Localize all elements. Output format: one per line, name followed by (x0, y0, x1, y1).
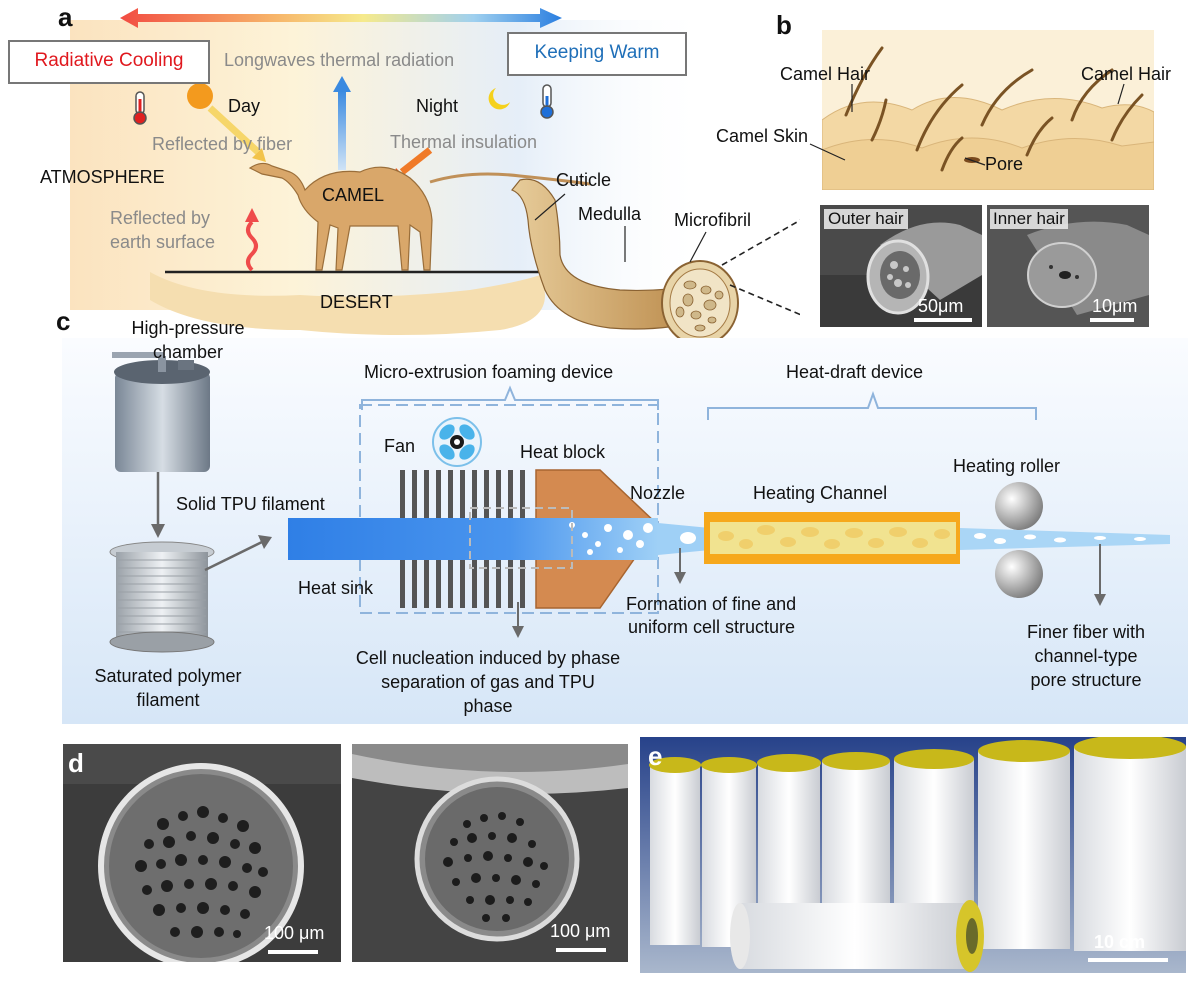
nucleation-label-3: phase (463, 696, 513, 716)
camel-skin-illustration (822, 30, 1154, 190)
panel-letter-d: d (68, 748, 84, 778)
keeping-warm-label: Keeping Warm (507, 32, 687, 76)
sem-fiber-right-image (352, 744, 628, 962)
saturated-filament-coil-icon (109, 541, 215, 653)
saturated-label-2: filament (136, 690, 200, 710)
camel-label: CAMEL (322, 185, 385, 205)
fan-label: Fan (384, 436, 416, 456)
camel-hair-label-2: Camel Hair (1081, 64, 1172, 84)
chamber-label-2: chamber (152, 342, 224, 362)
scale-label-e: 10 cm (1094, 932, 1146, 952)
panel-c-graphics (109, 352, 1170, 653)
foaming-device-box (359, 404, 659, 614)
moon-icon (488, 88, 510, 110)
earth-reflection-wave (246, 220, 258, 272)
night-label: Night (416, 96, 459, 116)
scale-label-d-right: 100 μm (550, 921, 611, 941)
heat-draft-bracket (707, 391, 1037, 420)
solid-tpu-label: Solid TPU filament (176, 494, 325, 514)
reflected-earth-label-2: earth surface (110, 232, 216, 252)
longwave-label: Longwaves thermal radiation (224, 50, 455, 70)
heat-block-label: Heat block (520, 442, 606, 462)
insulation-arrow (399, 147, 433, 175)
fan-icon (432, 417, 482, 467)
day-label: Day (228, 96, 261, 116)
nucleation-bubbles (569, 522, 696, 555)
heat-sink-label: Heat sink (298, 578, 374, 598)
saturated-label-1: Saturated polymer (94, 666, 242, 686)
finer-label-1: Finer fiber with (1026, 622, 1146, 642)
camel-illustration (248, 162, 591, 271)
reflected-fiber-label: Reflected by fiber (152, 134, 293, 154)
panel-letter-e: e (648, 741, 663, 771)
scale-label-outer: 50μm (918, 296, 964, 316)
formation-label-1: Formation of fine and (626, 594, 797, 614)
atmosphere-label: ATMOSPHERE (40, 167, 165, 187)
panel-b-leader-lines (809, 83, 1125, 166)
thermometer-hot-icon (133, 91, 147, 125)
scale-bar-e (1088, 958, 1168, 962)
yarn-bobbins-photo (640, 737, 1186, 973)
heating-roller-top (995, 482, 1043, 530)
camel-hair-label-1: Camel Hair (780, 64, 871, 84)
outer-hair-label: Outer hair (824, 209, 908, 229)
front-bobbin (730, 900, 984, 972)
heating-roller-bottom (995, 550, 1043, 598)
microfibril-label: Microfibril (674, 210, 752, 230)
scale-label-inner: 10μm (1092, 296, 1138, 316)
inner-hair-label: Inner hair (990, 209, 1068, 229)
scale-bar-d-right (556, 948, 606, 952)
sun-ray-arrow (207, 105, 261, 155)
zoom-line-lower (729, 284, 800, 316)
panel-letter-b: b (776, 10, 792, 40)
desert-label: DESERT (320, 292, 393, 312)
temperature-arrow (120, 8, 562, 28)
reflected-earth-label-1: Reflected by (110, 208, 211, 228)
heating-roller-label: Heating roller (953, 456, 1061, 476)
nozzle-label: Nozzle (630, 483, 686, 503)
finer-label-2: channel-type (1034, 646, 1138, 666)
finer-label-3: pore structure (1030, 670, 1142, 690)
panel-letter-a: a (58, 2, 73, 32)
longwave-arrow (338, 90, 346, 170)
scale-bar-inner (1090, 318, 1134, 322)
panel-letter-c: c (56, 306, 71, 336)
sem-fiber-left-image (63, 744, 341, 962)
nucleation-label-2: separation of gas and TPU (381, 672, 595, 692)
radiative-cooling-label: Radiative Cooling (8, 40, 210, 84)
heating-channel-label: Heating Channel (753, 483, 888, 503)
medulla-label: Medulla (578, 204, 642, 224)
scale-bar-d-left (268, 950, 318, 954)
heat-draft-label: Heat-draft device (786, 362, 924, 382)
pore-label: Pore (985, 154, 1024, 174)
micro-extrusion-bracket (361, 385, 659, 410)
thermometer-cold-icon (540, 84, 554, 119)
nucleation-label-1: Cell nucleation induced by phase (355, 648, 621, 668)
chamber-label-1: High-pressure (131, 318, 245, 338)
zoom-line-upper (721, 219, 800, 266)
high-pressure-chamber-icon (112, 352, 210, 472)
sun-icon (187, 83, 213, 109)
micro-extrusion-label: Micro-extrusion foaming device (364, 362, 614, 382)
camel-skin-label: Camel Skin (716, 126, 809, 146)
scale-bar-outer (914, 318, 972, 322)
desert-sand (150, 272, 545, 335)
hair-strand-illustration (511, 178, 739, 346)
cuticle-label: Cuticle (556, 170, 612, 190)
formation-label-2: uniform cell structure (628, 617, 796, 637)
thermal-insulation-label: Thermal insulation (390, 132, 538, 152)
scale-label-d-left: 100 μm (264, 923, 325, 943)
tpu-filament (288, 518, 658, 560)
